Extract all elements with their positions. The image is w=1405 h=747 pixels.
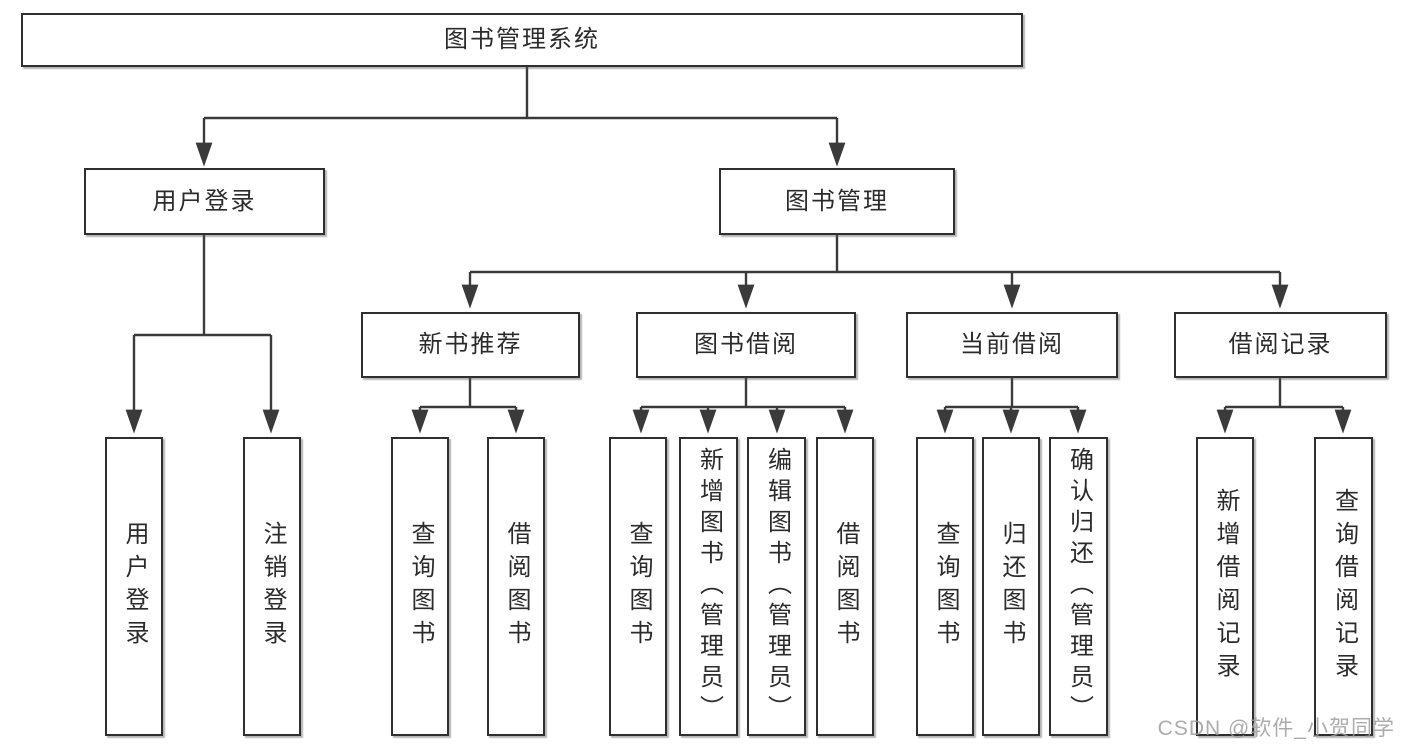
node-borrow-records: 借阅记录 (1174, 312, 1387, 378)
leaf-add-borrow-record: 新增借阅记录 (1196, 437, 1254, 736)
leaf-confirm-return-admin: 确认归还（管理员） (1049, 437, 1108, 736)
leaf-logout: 注销登录 (243, 437, 301, 736)
leaf-borrow-books-borrow: 借阅图书 (816, 437, 874, 736)
leaf-query-books-recommend: 查询图书 (391, 437, 449, 736)
leaf-query-borrow-record: 查询借阅记录 (1314, 437, 1373, 736)
leaf-query-books-current: 查询图书 (916, 437, 974, 736)
connector-rails (134, 67, 1343, 409)
node-user-login: 用户登录 (84, 168, 325, 235)
node-new-book-recommend: 新书推荐 (361, 312, 580, 378)
leaf-return-book: 归还图书 (982, 437, 1040, 736)
node-book-borrow: 图书借阅 (636, 312, 856, 378)
leaf-add-book-admin: 新增图书（管理员） (679, 437, 738, 736)
leaf-user-login: 用户登录 (105, 437, 163, 736)
node-library-management-system: 图书管理系统 (21, 13, 1023, 67)
node-book-management: 图书管理 (719, 168, 955, 235)
csdn-watermark: CSDN @软件_小贺同学 (1157, 717, 1395, 740)
leaf-query-books-borrow: 查询图书 (609, 437, 667, 736)
node-current-borrow: 当前借阅 (906, 312, 1118, 378)
leaf-edit-book-admin: 编辑图书（管理员） (747, 437, 806, 736)
leaf-borrow-books-recommend: 借阅图书 (487, 437, 545, 736)
